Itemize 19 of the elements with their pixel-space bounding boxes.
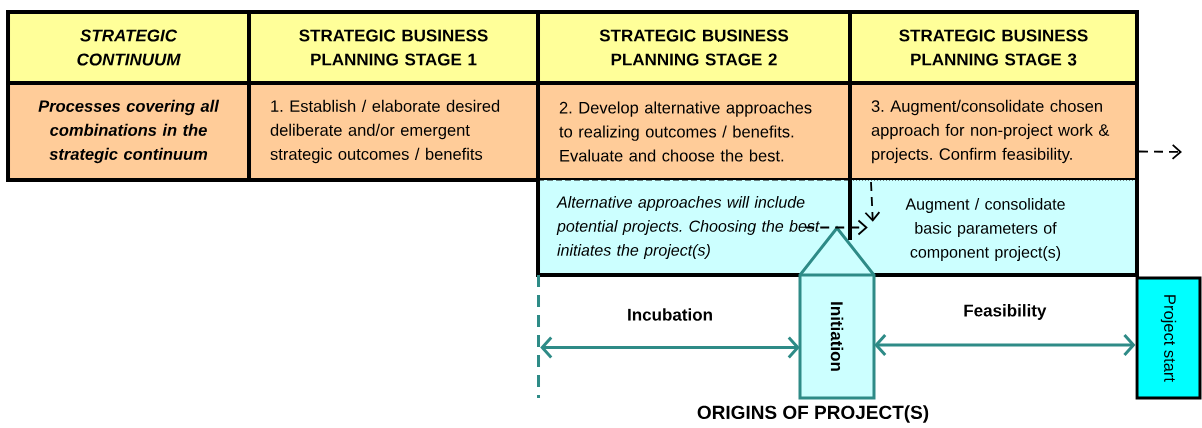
header-cell: STRATEGIC BUSINESS PLANNING STAGE 2 (536, 10, 852, 85)
arrow (874, 334, 1136, 356)
process-cell: 1. Establish / elaborate desired deliberate and/or emergent strategic outcomes / benefits (247, 81, 540, 182)
process-cell: 3. Augment/consolidate chosen approach for non-project work & projects. Confirm feasibility. (848, 81, 1139, 182)
caption-heading: ORIGINS OF PROJECT(S) (697, 405, 929, 423)
milestone-box: Project start (1135, 276, 1202, 400)
header-cell: STRATEGIC BUSINESS PLANNING STAGE 1 (247, 10, 540, 85)
process-cell: 2. Develop alternative approaches to realizing outcomes / benefits. Evaluate and choose the best. (536, 81, 852, 182)
header-cell: STRATEGIC CONTINUUM (6, 10, 251, 85)
arrow (804, 219, 868, 236)
header-cell: STRATEGIC BUSINESS PLANNING STAGE 3 (848, 10, 1139, 85)
arrow (540, 336, 800, 359)
dashed-line (537, 275, 540, 398)
arrow (864, 181, 881, 222)
note-box: Augment / consolidate basic parameters of component project(s) (848, 178, 1139, 277)
arrow (1138, 144, 1182, 160)
edge-label: Incubation (625, 306, 715, 323)
process-cell: Processes covering all combinations in the strategic continuum (6, 81, 251, 182)
edge-label: Feasibility (961, 302, 1049, 322)
